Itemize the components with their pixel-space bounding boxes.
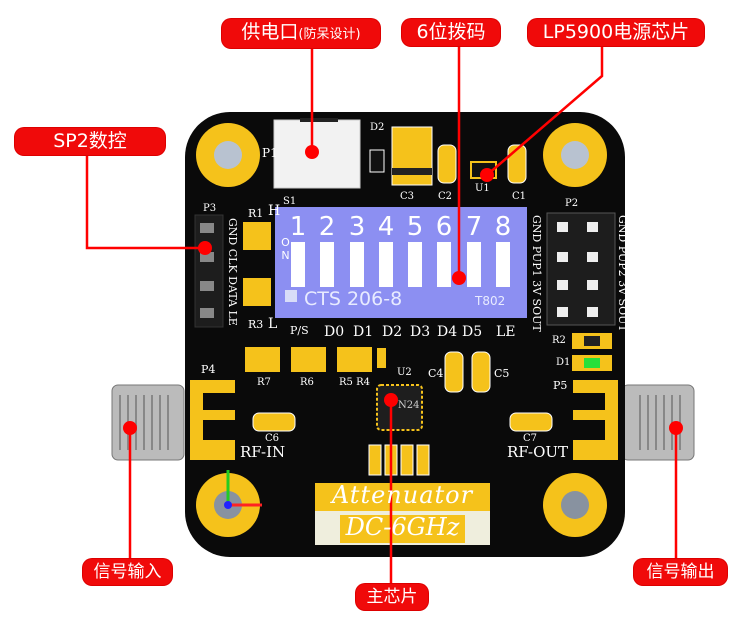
marker-dot <box>198 241 212 255</box>
ref-d2: D2 <box>370 122 385 133</box>
callout-lines <box>85 46 678 585</box>
ref-r2: R2 <box>552 335 566 346</box>
ref-r3: R3 <box>248 318 264 331</box>
ref-r1: R1 <box>248 207 264 220</box>
p2-left-labels: GND PUP1 3V SOUT <box>530 215 543 332</box>
dip-number: 5 <box>406 212 424 242</box>
callout-spi-control: SP2数控 <box>15 128 165 155</box>
h-label: H <box>268 203 281 219</box>
marker-dot <box>123 421 137 435</box>
l-label: L <box>268 316 278 332</box>
dip-bit-label: P/S <box>290 324 309 337</box>
callout-power-sub: (防呆设计) <box>298 27 361 42</box>
rf-in-label: RF-IN <box>240 443 286 461</box>
dip-switch <box>275 207 527 318</box>
ref-u1: U1 <box>475 183 490 194</box>
ref-p4: P4 <box>201 363 216 376</box>
ref-r5-r4: R5 R4 <box>339 377 370 388</box>
dip-number: 6 <box>435 212 453 242</box>
rf-out-label: RF-OUT <box>507 443 569 461</box>
attenuator-plate <box>315 483 490 511</box>
callout-signal-output: 信号输出 <box>634 559 727 585</box>
ref-r6: R6 <box>300 377 314 388</box>
dip-bit-label: D5 <box>462 324 483 340</box>
ref-r7: R7 <box>257 377 271 388</box>
ref-p2: P2 <box>565 198 579 209</box>
callout-signal-input: 信号输入 <box>83 559 172 585</box>
marker-dot <box>480 168 494 182</box>
ref-p3: P3 <box>203 203 217 214</box>
ref-p1: P1 <box>262 146 278 160</box>
ref-s1: S1 <box>283 196 297 207</box>
callout-main-chip: 主芯片 <box>356 584 428 610</box>
marker-dot <box>305 145 319 159</box>
ref-d1: D1 <box>556 357 571 368</box>
dip-number: 8 <box>494 212 512 242</box>
callout-dip-switch: 6位拨码 <box>402 19 500 46</box>
ref-c5: C5 <box>494 367 510 380</box>
ref-c4: C4 <box>428 367 444 380</box>
dip-bit-labels: P/S D0 D1 D2 D3 D4 D5 LE <box>290 324 526 340</box>
callout-power-main: 供电口 <box>241 21 299 43</box>
p2-right-labels: GND PUP2 3V SOUT <box>616 215 629 332</box>
dip-code: T802 <box>475 294 506 308</box>
callout-ldo: LP5900电源芯片 <box>528 19 704 46</box>
plate-title: Attenuator <box>331 481 474 509</box>
dip-model: CTS 206-8 <box>304 288 403 310</box>
dip-bit-label: D3 <box>410 324 431 340</box>
dip-number: 3 <box>348 212 366 242</box>
dip-bit-label: D1 <box>353 324 374 340</box>
dip-bit-label: LE <box>496 324 516 340</box>
dip-bit-label: D2 <box>382 324 403 340</box>
dip-bit-label: D4 <box>437 324 458 340</box>
ref-c1: C1 <box>512 191 527 202</box>
dip-number: 4 <box>377 212 395 242</box>
dip-bit-label: D0 <box>324 324 345 340</box>
ref-c6: C6 <box>265 433 280 444</box>
sma-connector-left <box>111 384 185 461</box>
marker-dot <box>452 271 466 285</box>
mounting-holes <box>196 123 607 537</box>
dip-number: 7 <box>465 212 483 242</box>
chip-marking: N24 <box>398 400 420 411</box>
ref-c2: C2 <box>438 191 453 202</box>
ref-c7: C7 <box>523 433 538 444</box>
dip-number: 1 <box>289 212 307 242</box>
ref-p5: P5 <box>553 379 568 392</box>
callout-power-port: 供电口(防呆设计) <box>222 19 380 48</box>
dip-on-label: ON <box>279 236 292 262</box>
marker-dot <box>669 421 683 435</box>
dip-number: 2 <box>318 212 336 242</box>
ref-c3: C3 <box>400 191 415 202</box>
marker-dot <box>384 393 398 407</box>
sma-connector-right <box>621 384 695 461</box>
plate-range: DC-6GHz <box>345 513 460 541</box>
ref-u2: U2 <box>397 367 412 378</box>
p3-pin-labels: GND CLK DATA LE <box>226 218 239 326</box>
